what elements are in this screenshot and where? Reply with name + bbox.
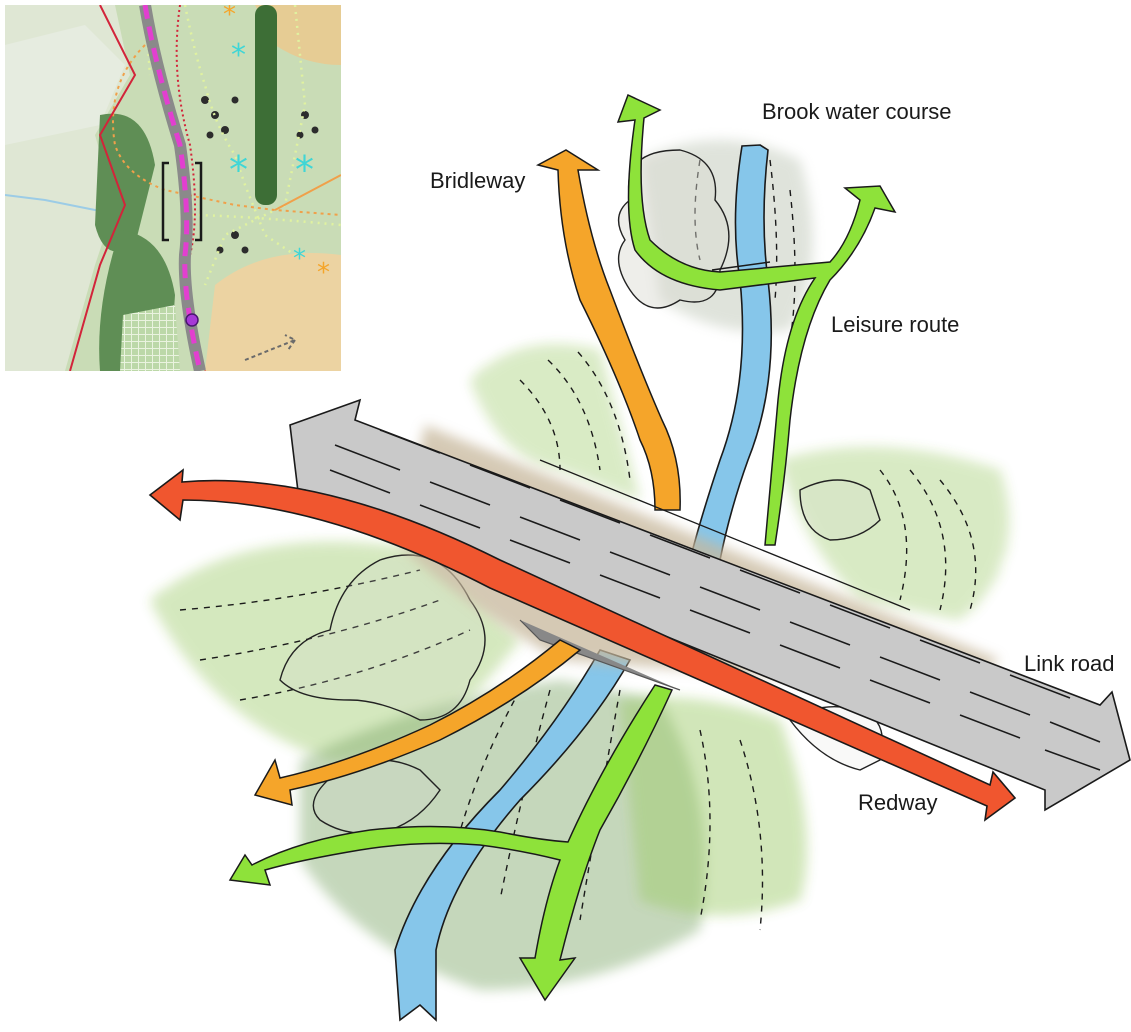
svg-text:*: *	[317, 258, 330, 288]
inset-map-svg: * * * * * *	[5, 5, 341, 371]
bridleway-label: Bridleway	[430, 168, 525, 194]
svg-text:*: *	[231, 38, 246, 73]
svg-text:*: *	[293, 244, 306, 274]
svg-text:*: *	[223, 5, 236, 30]
inset-site-plan-map: * * * * * *	[5, 5, 341, 371]
leisure-route-label: Leisure route	[831, 312, 959, 338]
svg-text:*: *	[295, 148, 314, 192]
link-road-label: Link road	[1024, 651, 1115, 677]
brook-water-course-label: Brook water course	[762, 99, 952, 125]
svg-text:*: *	[229, 148, 248, 192]
redway-label: Redway	[858, 790, 937, 816]
purple-node-icon	[186, 314, 198, 326]
